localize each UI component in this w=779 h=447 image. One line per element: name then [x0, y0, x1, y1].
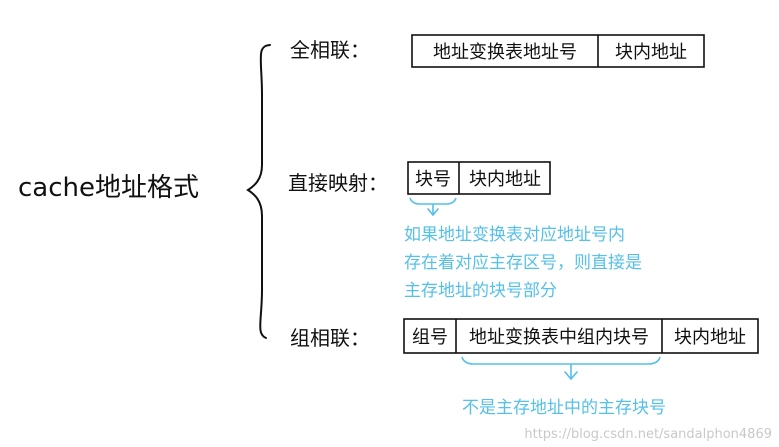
field-address-table-number: 地址变换表地址号: [433, 42, 577, 63]
field-in-set-block-number: 地址变换表中组内块号: [469, 327, 649, 348]
annotation-arrow: [427, 203, 439, 217]
field-offset: 块内地址: [674, 327, 746, 348]
annotation-arrow: [564, 363, 578, 381]
branch-label-fully-associative: 全相联：: [290, 38, 370, 62]
curly-brace: [246, 44, 271, 339]
field-offset: 块内地址: [615, 42, 687, 63]
field-box-outline: [407, 161, 551, 195]
annotation-line: 不是主存地址中的主存块号: [462, 398, 666, 418]
field-set-number: 组号: [412, 327, 448, 348]
annotation-line: 存在着对应主存区号，则直接是: [404, 253, 642, 273]
branch-label-direct-mapped: 直接映射：: [288, 171, 388, 195]
branch-set-associative: 组相联： 组号 地址变换表中组内块号 块内地址 不是主存地址中的主存块号: [290, 318, 759, 418]
field-box-outline: [411, 34, 705, 68]
annotation-line: 主存地址的块号部分: [404, 281, 557, 301]
field-offset: 块内地址: [469, 169, 541, 190]
branch-label-set-associative: 组相联：: [290, 326, 370, 350]
annotation-brace: [461, 356, 661, 365]
branch-fully-associative: 全相联： 地址变换表地址号 块内地址: [290, 34, 705, 68]
root-label: cache地址格式: [18, 173, 199, 203]
annotation-brace: [409, 197, 457, 205]
branch-direct-mapped: 直接映射： 块号 块内地址 如果地址变换表对应地址号内 存在着对应主存区号，则直…: [288, 161, 642, 301]
annotation-line: 如果地址变换表对应地址号内: [404, 225, 625, 245]
watermark: https://blog.csdn.net/sandalphon4869: [524, 427, 772, 442]
field-block-number: 块号: [415, 169, 451, 190]
field-box-outline: [403, 318, 759, 354]
